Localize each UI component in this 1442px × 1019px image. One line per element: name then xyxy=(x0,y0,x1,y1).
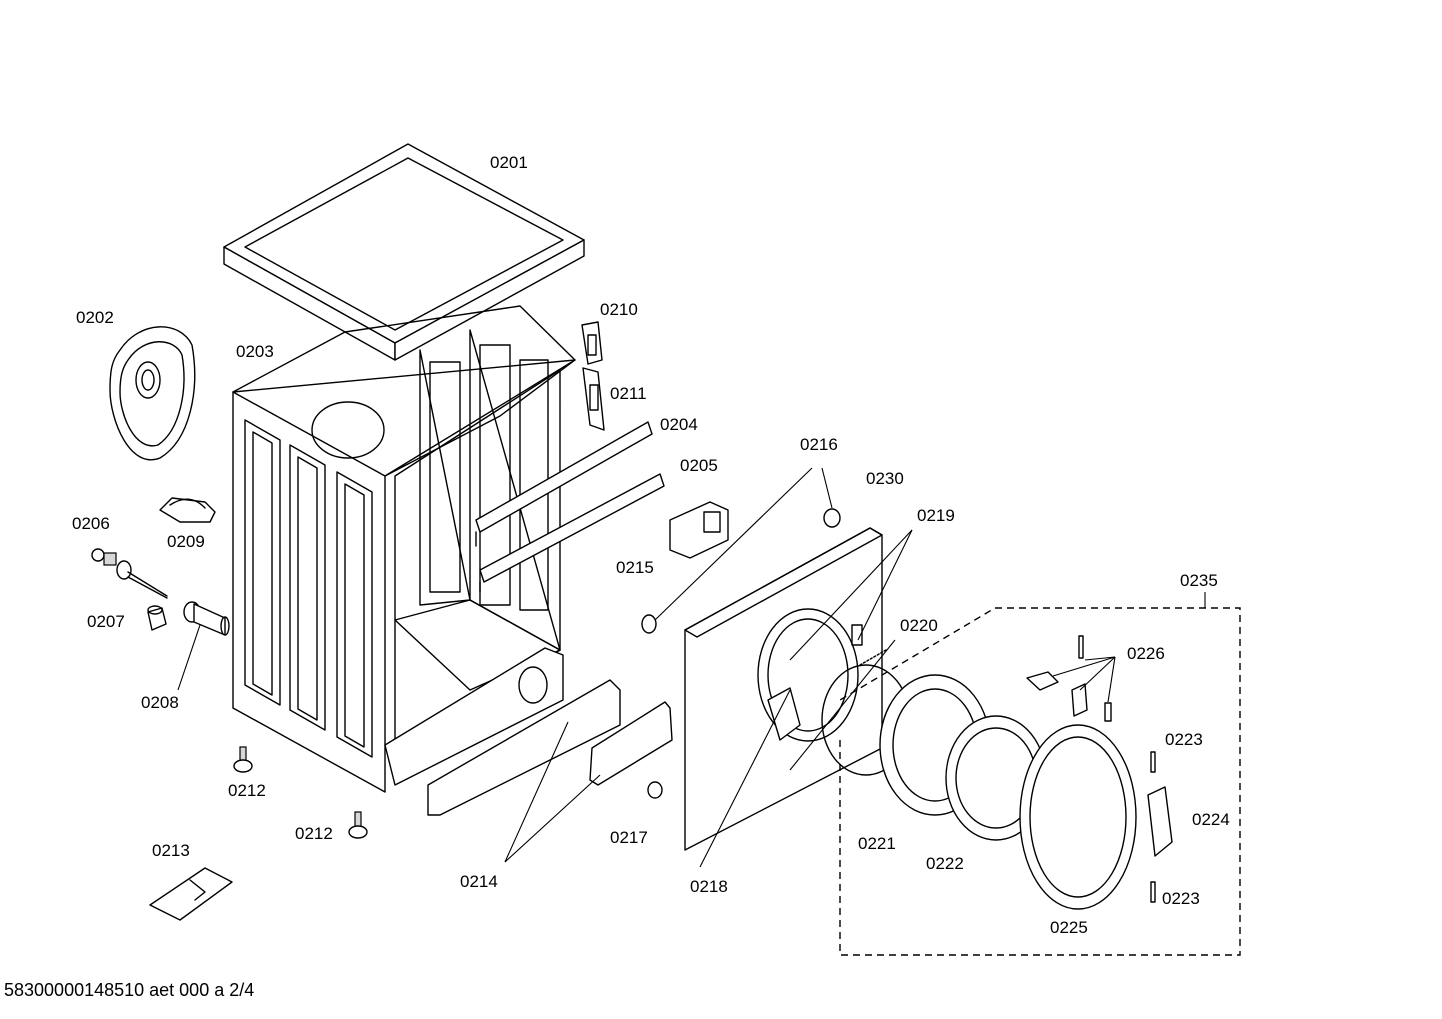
label-0204: 0204 xyxy=(660,415,698,434)
rear-cover-0202 xyxy=(109,326,196,461)
label-0223-lower: 0223 xyxy=(1162,889,1200,908)
label-0205: 0205 xyxy=(680,456,718,475)
front-panel-0230 xyxy=(684,527,883,851)
label-0215: 0215 xyxy=(616,558,654,577)
pin-0217 xyxy=(647,781,663,799)
plinth-cover-0214-a xyxy=(427,679,621,816)
label-0213: 0213 xyxy=(152,841,190,860)
pin-0223-b xyxy=(1150,881,1156,903)
top-cover-0201 xyxy=(223,143,585,361)
rail-0205 xyxy=(479,473,665,593)
transport-bolt-0206 xyxy=(91,548,168,599)
label-0208: 0208 xyxy=(141,693,179,712)
spring-0226 xyxy=(1104,702,1112,722)
bracket-0213 xyxy=(149,867,233,921)
label-0221: 0221 xyxy=(858,834,896,853)
label-0225: 0225 xyxy=(1050,918,1088,937)
label-0216: 0216 xyxy=(800,435,838,454)
handle-0224 xyxy=(1147,786,1173,857)
label-0211: 0211 xyxy=(610,384,647,403)
hinge-0211 xyxy=(582,367,605,431)
label-0202: 0202 xyxy=(76,308,114,327)
hinge-0210 xyxy=(581,321,603,365)
clip-0216-b xyxy=(823,508,841,528)
document-code: 58300000148510 aet 000 a 2/4 xyxy=(4,980,255,1000)
label-0219: 0219 xyxy=(917,506,955,525)
rail-0204 xyxy=(475,421,653,547)
label-0212-left: 0212 xyxy=(228,781,266,800)
label-0230: 0230 xyxy=(866,469,904,488)
sleeve-0208 xyxy=(177,601,230,691)
door-lock-0215 xyxy=(669,501,729,559)
label-0206: 0206 xyxy=(72,514,110,533)
label-0207: 0207 xyxy=(87,612,125,631)
outer-ring-0225 xyxy=(1019,724,1137,910)
clip-0216-a xyxy=(641,614,657,634)
hook-0226 xyxy=(1071,683,1088,717)
label-0224: 0224 xyxy=(1192,810,1230,829)
door-assembly-box-0235 xyxy=(839,592,1241,956)
label-0212-right: 0212 xyxy=(295,824,333,843)
label-0226: 0226 xyxy=(1127,644,1165,663)
label-0217: 0217 xyxy=(610,828,648,847)
label-0218: 0218 xyxy=(690,877,728,896)
label-0210: 0210 xyxy=(600,300,638,319)
label-0214: 0214 xyxy=(460,872,498,891)
foot-0212-a xyxy=(233,746,253,773)
spring-0220 xyxy=(859,649,887,666)
clip-0209 xyxy=(159,497,216,523)
label-0223-upper: 0223 xyxy=(1165,730,1203,749)
pin-0223-a xyxy=(1150,751,1156,773)
plinth-cover-0214-b xyxy=(589,701,673,786)
lever-0226 xyxy=(1026,671,1059,691)
foot-0212-b xyxy=(348,811,368,839)
label-0201: 0201 xyxy=(490,153,528,172)
cabinet-0203 xyxy=(232,305,576,793)
label-0209: 0209 xyxy=(167,532,205,551)
label-0222: 0222 xyxy=(926,854,964,873)
label-0220: 0220 xyxy=(900,616,938,635)
cap-0207 xyxy=(147,605,167,631)
label-0203: 0203 xyxy=(236,342,274,361)
pin-0226 xyxy=(1078,635,1084,659)
label-0235: 0235 xyxy=(1180,571,1218,590)
